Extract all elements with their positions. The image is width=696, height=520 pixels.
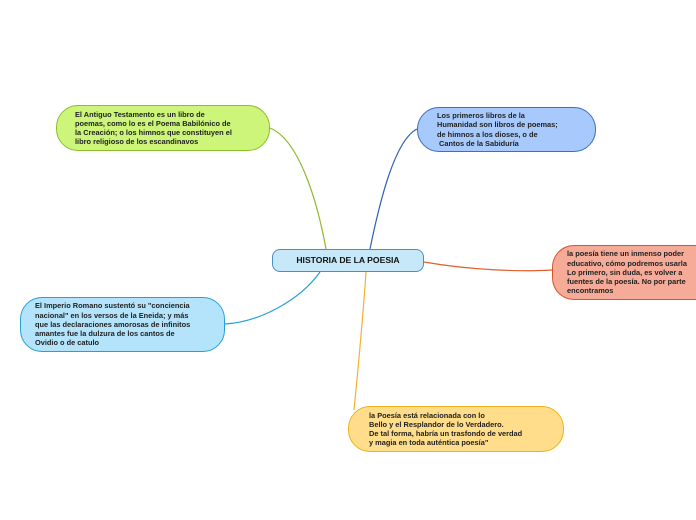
connector-antiguo <box>269 127 327 250</box>
topic-bello-verdadero[interactable]: la Poesía está relacionada con lo Bello … <box>348 406 564 452</box>
connector-bello <box>353 271 367 411</box>
connector-imperio <box>224 271 321 325</box>
connector-educativo <box>423 261 553 272</box>
topic-antiguo-testamento[interactable]: El Antiguo Testamento es un libro de poe… <box>56 105 270 151</box>
central-topic[interactable]: HISTORIA DE LA POESIA <box>272 249 424 272</box>
topic-primeros-libros[interactable]: Los primeros libros de la Humanidad son … <box>417 107 596 152</box>
connector-libros <box>369 128 418 250</box>
topic-poder-educativo[interactable]: la poesía tiene un inmenso poder educati… <box>552 245 696 300</box>
topic-imperio-romano[interactable]: El Imperio Romano sustentó su "concienci… <box>20 297 225 352</box>
